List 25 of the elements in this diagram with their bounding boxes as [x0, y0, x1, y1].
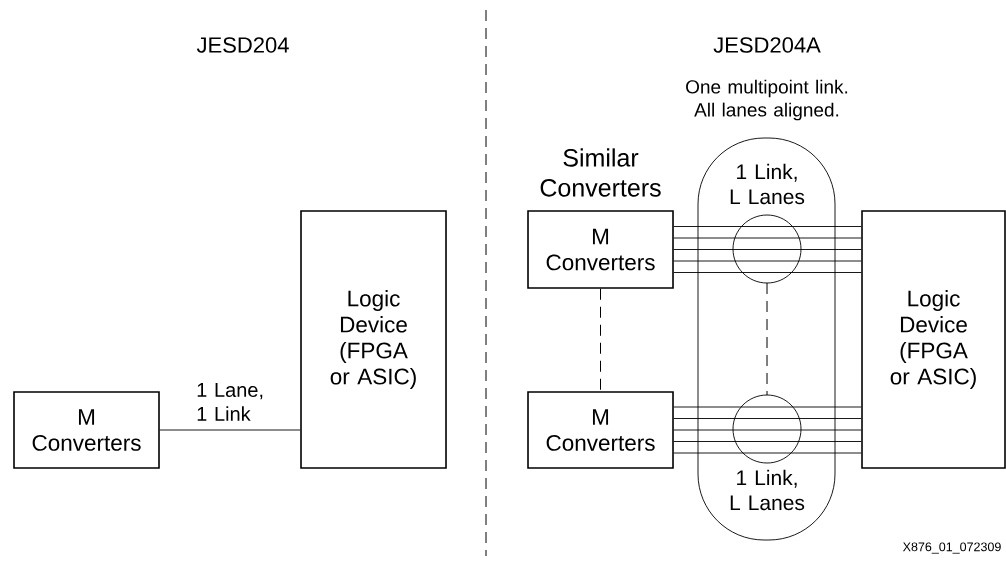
- edge-label: 1 Lane, 1 Link: [197, 383, 263, 421]
- lane-line: [673, 429, 862, 431]
- converter-box: M Converters: [527, 391, 674, 469]
- lane-line: [673, 272, 862, 273]
- lane-line: [673, 441, 862, 442]
- annotation: Similar Converters: [540, 148, 661, 197]
- annotation: One multipoint link. All lanes aligned.: [686, 79, 848, 121]
- lane-line: [673, 249, 862, 250]
- lane-line: [673, 226, 862, 227]
- link-label: 1 Link, L Lanes: [730, 469, 805, 511]
- logic-device-box: Logic Device (FPGA or ASIC): [300, 210, 447, 469]
- lane-line: [673, 260, 862, 262]
- lane-line: [673, 406, 862, 408]
- converter-box: M Converters: [13, 391, 160, 469]
- lane-line: [673, 452, 862, 454]
- heading: JESD204A: [713, 37, 821, 53]
- heading: JESD204: [196, 37, 289, 53]
- lane-line: [673, 237, 862, 239]
- figure-id: X876_01_072309: [902, 542, 1001, 554]
- link-line: [159, 429, 301, 431]
- logic-device-box: Logic Device (FPGA or ASIC): [861, 210, 1006, 469]
- lane-line: [673, 418, 862, 419]
- continuation-line: [600, 288, 601, 392]
- link-label: 1 Link, L Lanes: [730, 163, 805, 205]
- converter-box: M Converters: [527, 210, 674, 289]
